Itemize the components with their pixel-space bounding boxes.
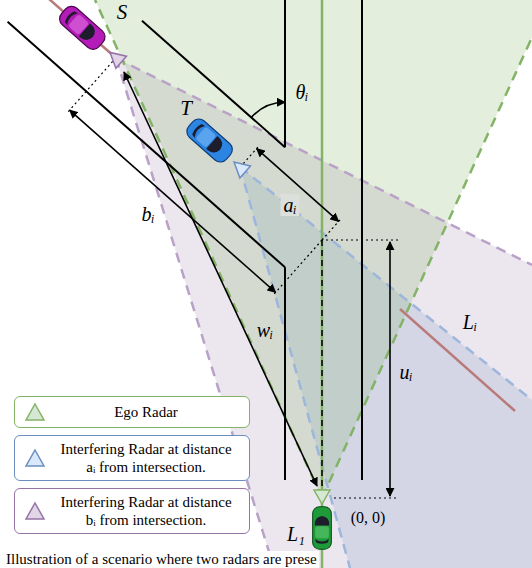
car-window bbox=[190, 122, 205, 138]
angle-label: θᵢ bbox=[296, 82, 309, 102]
vehicle-label: T bbox=[180, 98, 192, 119]
fov-regions bbox=[95, 0, 532, 568]
radar-symbol bbox=[26, 450, 44, 466]
car-window bbox=[315, 516, 329, 525]
extension-line bbox=[326, 239, 398, 240]
legend-item: Interfering Radar at distance bᵢ from in… bbox=[14, 488, 250, 534]
road-edge bbox=[8, 22, 285, 267]
extension-line bbox=[66, 58, 116, 114]
road-edge bbox=[284, 267, 286, 480]
distance-label: wᵢ bbox=[257, 320, 274, 340]
car-body bbox=[313, 507, 332, 550]
distance-label: uᵢ bbox=[399, 362, 412, 382]
car-window bbox=[315, 539, 329, 544]
legend-item: Ego Radar bbox=[14, 396, 250, 428]
legend-text: Interfering Radar at distance aᵢ from in… bbox=[51, 440, 241, 476]
radar-swatch bbox=[23, 401, 47, 423]
car-window bbox=[63, 10, 78, 26]
legend-item: Interfering Radar at distance aᵢ from in… bbox=[14, 435, 250, 481]
road-l1 bbox=[321, 0, 324, 568]
vehicle-label: S bbox=[117, 2, 128, 23]
road-li bbox=[40, 0, 515, 411]
road-edges bbox=[8, 0, 362, 480]
radar-symbol bbox=[26, 404, 44, 420]
distance-label: aᵢ bbox=[280, 194, 299, 216]
car-body bbox=[184, 116, 236, 166]
dimension-arrows bbox=[70, 72, 390, 496]
car bbox=[56, 3, 108, 53]
dimension-arrow bbox=[70, 110, 276, 292]
green-fov-edge bbox=[322, 0, 532, 498]
car-roof bbox=[315, 526, 329, 538]
angle-arc bbox=[251, 102, 285, 117]
radar-symbol bbox=[26, 503, 44, 519]
extension-lines bbox=[66, 58, 398, 498]
legend-text: Interfering Radar at distance bᵢ from in… bbox=[51, 493, 241, 529]
legend-text: Ego Radar bbox=[51, 403, 241, 421]
radar-swatch bbox=[23, 500, 47, 522]
blue-fov-edge bbox=[240, 167, 350, 568]
fov-edges bbox=[95, 0, 532, 568]
car-window bbox=[79, 23, 99, 43]
dimension-arrow bbox=[257, 149, 339, 222]
projection-line bbox=[321, 240, 323, 488]
origin-label: (0, 0) bbox=[351, 510, 386, 526]
dimension-arrow bbox=[389, 242, 391, 496]
extension-line bbox=[272, 240, 322, 296]
road-line bbox=[40, 0, 116, 58]
radar-swatch bbox=[23, 447, 47, 469]
radar-symbol bbox=[110, 52, 127, 68]
blue-fov-edge bbox=[240, 167, 532, 400]
figure-caption: Illustration of a scenario where two rad… bbox=[4, 551, 319, 568]
road-edge bbox=[284, 0, 286, 147]
road-edge bbox=[142, 21, 285, 148]
car-window bbox=[206, 136, 226, 156]
car bbox=[184, 116, 236, 166]
extension-line bbox=[334, 497, 398, 498]
distance-label: bᵢ bbox=[141, 204, 154, 224]
road-label: L₁ bbox=[287, 524, 305, 544]
car bbox=[313, 507, 332, 550]
radar-symbol bbox=[314, 490, 330, 504]
road-label: Lᵢ bbox=[463, 312, 477, 332]
extension-line bbox=[322, 218, 342, 240]
car-body bbox=[56, 3, 108, 53]
radar-symbol bbox=[234, 162, 251, 178]
road-line bbox=[400, 309, 515, 411]
